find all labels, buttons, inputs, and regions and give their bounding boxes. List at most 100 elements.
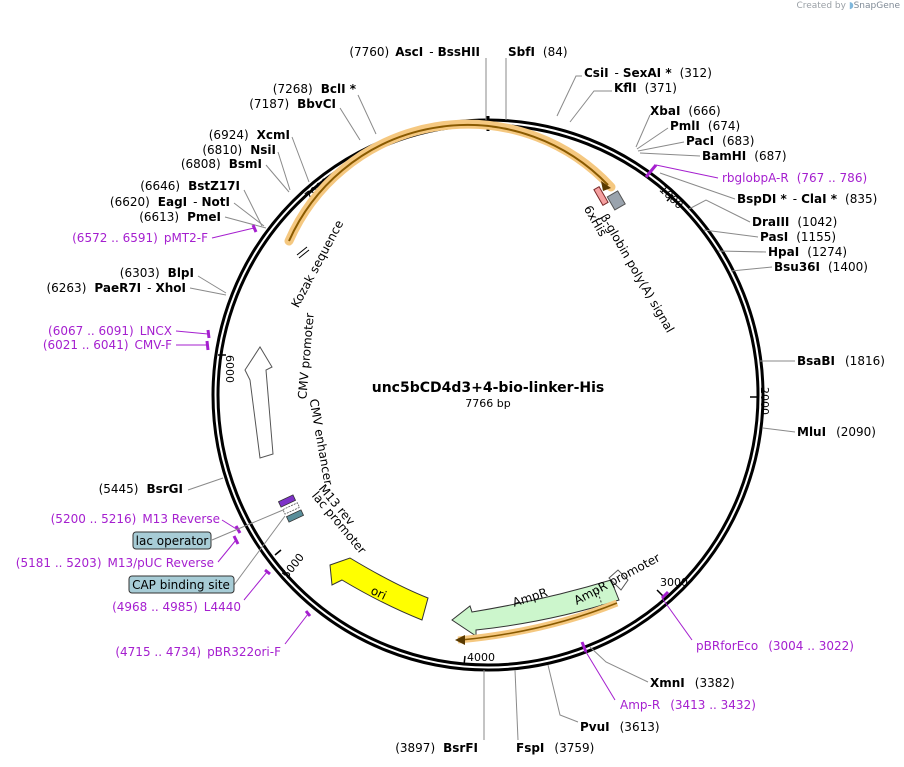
ori-arrow: [329, 557, 429, 621]
cmv-enhancer-label: CMV enhancer: [306, 398, 335, 486]
svg-text:(6613)PmeI: (6613)PmeI: [139, 210, 221, 224]
site-mluI[interactable]: MluI(2090): [762, 425, 876, 439]
lac-operator-box[interactable]: lac operator: [132, 509, 284, 550]
polya-marker: [606, 190, 626, 211]
site-xmnI[interactable]: XmnI(3382): [589, 646, 735, 690]
svg-text:PacI(683): PacI(683): [686, 134, 754, 148]
svg-text:Amp-R(3413 .. 3432): Amp-R(3413 .. 3432): [620, 698, 756, 712]
site-eagI[interactable]: (6620)EagI-NotI: [110, 195, 265, 227]
primer-pBR322ori-F[interactable]: (4715 .. 4734)pBR322ori-F: [115, 610, 312, 659]
snapgene-credit: Created by ◗SnapGene: [796, 1, 900, 11]
site-pmeI[interactable]: (6613)PmeI: [139, 210, 267, 229]
site-xcmI[interactable]: (6924)XcmI: [209, 128, 310, 183]
site-bsaBI[interactable]: BsaBI(1816): [760, 354, 885, 368]
site-pacI[interactable]: PacI(683): [637, 134, 754, 152]
primer-LNCX[interactable]: (6067 .. 6091)LNCX: [48, 324, 211, 339]
cmv-promoter-label: CMV promoter: [295, 312, 316, 399]
primer-amp-R[interactable]: Amp-R(3413 .. 3432): [580, 641, 756, 712]
site-paeR7I[interactable]: (6263)PaeR7I-XhoI: [46, 281, 227, 296]
site-name: AscI: [395, 45, 423, 59]
primer-m13-reverse[interactable]: (5200 .. 5216)M13 Reverse: [51, 512, 242, 534]
site-bsu36I[interactable]: Bsu36I(1400): [730, 260, 868, 274]
tick-label: 6000: [223, 355, 236, 383]
cap-binding-site-box[interactable]: CAP binding site: [128, 515, 286, 594]
svg-text:(4715 .. 4734)pBR322ori-F: (4715 .. 4734)pBR322ori-F: [115, 645, 281, 659]
svg-text:CsiI-SexAI *(312): CsiI-SexAI *(312): [584, 66, 712, 80]
tick-label: 3000: [660, 576, 688, 589]
svg-text:(6924)XcmI: (6924)XcmI: [209, 128, 290, 142]
site-pos: (7760): [349, 45, 389, 59]
site-bamHI[interactable]: BamHI(687): [639, 149, 787, 163]
svg-text:(6810)NsiI: (6810)NsiI: [202, 143, 276, 157]
tick-label: 4000: [467, 651, 495, 664]
svg-text:(7760)AscI-BssHII: (7760)AscI-BssHII: [349, 45, 480, 59]
site-ascI[interactable]: (7760)AscI-BssHII: [349, 45, 487, 120]
lac-operator-marker: [282, 502, 301, 515]
cmv-enhancer-arrow: [244, 346, 274, 459]
snapgene-logo-icon: ◗: [848, 1, 854, 11]
lac-promoter-marker: [285, 509, 305, 523]
svg-text:(6067 .. 6091)LNCX: (6067 .. 6091)LNCX: [48, 324, 172, 338]
primer-L4440[interactable]: (4968 .. 4985)L4440: [112, 568, 271, 614]
svg-text:XbaI(666): XbaI(666): [650, 104, 721, 118]
site-draIII[interactable]: DraIII(1042): [688, 199, 837, 229]
svg-text:pBRforEco(3004 .. 3022): pBRforEco(3004 .. 3022): [696, 639, 854, 653]
ori-label: ori: [369, 583, 389, 602]
credit-brand: SnapGene: [853, 1, 900, 11]
svg-text:(6303)BlpI: (6303)BlpI: [120, 266, 194, 280]
svg-text:Bsu36I(1400): Bsu36I(1400): [774, 260, 868, 274]
kozak-marker: [296, 246, 308, 256]
site-sbfI[interactable]: SbfI(84): [505, 45, 568, 120]
primer-m13-puc-reverse[interactable]: (5181 .. 5203)M13/pUC Reverse: [16, 535, 240, 570]
site-pvuI[interactable]: PvuI(3613): [547, 664, 660, 734]
site-bspDI[interactable]: BspDI *-ClaI *(835): [659, 172, 877, 206]
ampr-arrow: [451, 579, 620, 637]
svg-text:(7268)BclI *: (7268)BclI *: [273, 82, 357, 96]
svg-text:lac operator: lac operator: [136, 534, 209, 548]
site-xbaI[interactable]: XbaI(666): [635, 104, 721, 148]
svg-text:(6646)BstZ17I: (6646)BstZ17I: [140, 179, 240, 193]
primer-cmv-F[interactable]: (6021 .. 6041)CMV-F: [43, 338, 210, 352]
site-kflI[interactable]: KflI(371): [569, 81, 677, 123]
svg-text:BspDI *-ClaI *(835): BspDI *-ClaI *(835): [737, 192, 877, 206]
svg-text:XmnI(3382): XmnI(3382): [650, 676, 735, 690]
site-bclI[interactable]: (7268)BclI *: [273, 82, 377, 135]
primer-rbglobpA-R[interactable]: rbglobpA-R(767 .. 786): [644, 164, 867, 185]
primer-pMT2-F[interactable]: (6572 .. 6591)pMT2-F: [72, 224, 258, 245]
site-pasI[interactable]: PasI(1155): [703, 229, 836, 244]
m13-rev-marker: [277, 494, 297, 508]
primer-pBRforEco[interactable]: pBRforEco(3004 .. 3022): [660, 590, 854, 653]
site-bsmI[interactable]: (6808)BsmI: [181, 157, 290, 193]
svg-text:(4968 .. 4985)L4440: (4968 .. 4985)L4440: [112, 600, 241, 614]
tick-label: 5000: [279, 551, 306, 581]
ampr-orf-arrowhead: [455, 635, 465, 645]
polya-label: β-globin poly(A) signal: [597, 211, 677, 335]
site-nsiI[interactable]: (6810)NsiI: [202, 143, 291, 191]
svg-text:SbfI(84): SbfI(84): [508, 45, 568, 59]
site-blpI[interactable]: (6303)BlpI: [120, 266, 227, 294]
site-hpaI[interactable]: HpaI(1274): [717, 245, 847, 259]
svg-text:MluI(2090): MluI(2090): [797, 425, 876, 439]
plasmid-name: unc5bCD4d3+4-bio-linker-His: [372, 380, 604, 396]
site-bsrGI[interactable]: (5445)BsrGI: [99, 477, 224, 496]
svg-text:KflI(371): KflI(371): [614, 81, 677, 95]
plasmid-size: 7766 bp: [465, 397, 510, 410]
site-bbvCI[interactable]: (7187)BbvCI: [249, 97, 361, 141]
site-fspI[interactable]: FspI(3759): [514, 669, 594, 755]
his-tag-marker: [593, 186, 609, 206]
svg-text:(3897)BsrFI: (3897)BsrFI: [395, 741, 478, 755]
site-bstZ17I[interactable]: (6646)BstZ17I: [140, 179, 263, 227]
site-name: SbfI: [508, 45, 535, 59]
svg-text:(6572 .. 6591)pMT2-F: (6572 .. 6591)pMT2-F: [72, 231, 208, 245]
site-bsrFI[interactable]: (3897)BsrFI: [395, 670, 485, 755]
svg-text:(5200 .. 5216)M13 Reverse: (5200 .. 5216)M13 Reverse: [51, 512, 220, 526]
svg-text:rbglobpA-R(767 .. 786): rbglobpA-R(767 .. 786): [722, 171, 867, 185]
svg-text:(6263)PaeR7I-XhoI: (6263)PaeR7I-XhoI: [46, 281, 186, 295]
svg-text:(5445)BsrGI: (5445)BsrGI: [99, 482, 183, 496]
site-csiI[interactable]: CsiI-SexAI *(312): [556, 66, 712, 117]
svg-text:PvuI(3613): PvuI(3613): [580, 720, 660, 734]
orf-arrow-line: [288, 124, 609, 242]
svg-text:FspI(3759): FspI(3759): [516, 741, 594, 755]
site-pmlI[interactable]: PmlI(674): [636, 119, 740, 150]
